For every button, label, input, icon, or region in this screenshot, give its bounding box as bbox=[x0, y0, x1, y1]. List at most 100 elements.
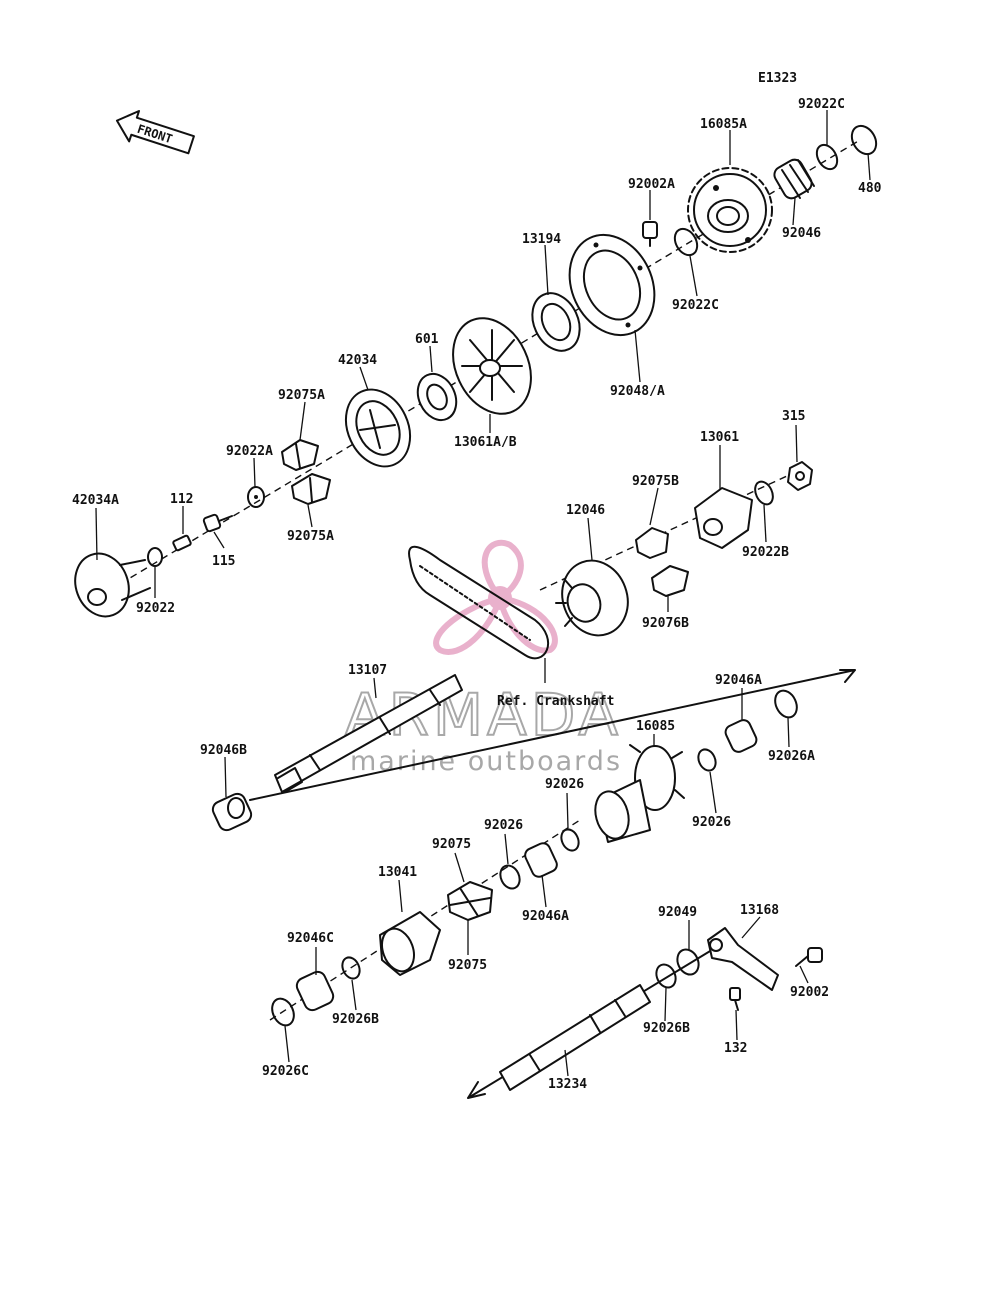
shaft-13107 bbox=[274, 674, 463, 793]
hub-13041 bbox=[379, 911, 441, 976]
label-92002: 92002 bbox=[790, 985, 829, 1000]
cover-42034A bbox=[74, 552, 151, 618]
label-92075-top: 92075 bbox=[432, 837, 471, 852]
washer-92022 bbox=[147, 547, 163, 567]
damper-92075A-bot bbox=[291, 473, 331, 505]
washer-92026-left bbox=[499, 864, 521, 890]
front-arrow-icon: FRONT bbox=[115, 109, 195, 155]
bearing-13194 bbox=[531, 292, 581, 352]
washer-92022A bbox=[247, 486, 265, 508]
label-92026A: 92026A bbox=[768, 749, 815, 764]
label-315: 315 bbox=[782, 409, 805, 424]
label-480: 480 bbox=[858, 181, 882, 196]
washer-92022B bbox=[754, 480, 774, 506]
label-13061: 13061 bbox=[700, 430, 739, 445]
label-601: 601 bbox=[415, 332, 439, 347]
shaft-13234 bbox=[499, 984, 651, 1091]
ring-gear-92048A bbox=[568, 233, 656, 337]
label-16085: 16085 bbox=[636, 719, 675, 734]
label-92026-b: 92026 bbox=[692, 815, 731, 830]
label-12046: 12046 bbox=[566, 503, 605, 518]
gear-16085 bbox=[594, 744, 685, 843]
label-92026C: 92026C bbox=[262, 1064, 309, 1079]
hub-42034 bbox=[344, 388, 412, 468]
part-labels: 92022C 16085A 480 92046 92002A 13194 920… bbox=[72, 97, 882, 1092]
label-92022B: 92022B bbox=[742, 545, 789, 560]
label-92022C-top: 92022C bbox=[798, 97, 845, 112]
label-13168: 13168 bbox=[740, 903, 779, 918]
label-13107: 13107 bbox=[348, 663, 387, 678]
label-13041: 13041 bbox=[378, 865, 417, 880]
washer-92022C-mid bbox=[673, 227, 699, 257]
shaft-axis-arrow bbox=[249, 669, 856, 801]
damper-92076B bbox=[651, 565, 689, 597]
hub-13061 bbox=[694, 487, 753, 549]
bearing-601 bbox=[416, 372, 458, 422]
bolt-92002A bbox=[642, 221, 658, 247]
label-92046: 92046 bbox=[782, 226, 821, 241]
label-92022C-mid: 92022C bbox=[672, 298, 719, 313]
label-92075B: 92075B bbox=[632, 474, 679, 489]
damper-92075 bbox=[447, 881, 493, 921]
lever-13168 bbox=[707, 927, 779, 991]
label-132: 132 bbox=[724, 1041, 747, 1056]
label-92046A-mid: 92046A bbox=[522, 909, 569, 924]
washer-92026B-right bbox=[655, 963, 677, 989]
watermark-tagline: marine outboards bbox=[350, 746, 622, 777]
label-92046B: 92046B bbox=[200, 743, 247, 758]
sprocket-16085A bbox=[687, 167, 773, 253]
label-92002A: 92002A bbox=[628, 177, 675, 192]
ref-crankshaft-label: Ref. Crankshaft bbox=[497, 694, 614, 709]
label-92049: 92049 bbox=[658, 905, 697, 920]
label-42034A: 42034A bbox=[72, 493, 119, 508]
damper-92075B bbox=[635, 527, 669, 559]
label-92026B-right: 92026B bbox=[643, 1021, 690, 1036]
label-115: 115 bbox=[212, 554, 235, 569]
bolt-132 bbox=[729, 987, 741, 1011]
label-112: 112 bbox=[170, 492, 193, 507]
needle-bearing-92046 bbox=[773, 158, 815, 200]
bearing-92046B bbox=[211, 792, 253, 832]
washer-92026B-left bbox=[341, 956, 361, 980]
bearing-92046A-mid bbox=[524, 842, 558, 878]
leader-lines bbox=[95, 110, 871, 1077]
label-92046A-top: 92046A bbox=[715, 673, 762, 688]
label-92075A-top: 92075A bbox=[278, 388, 325, 403]
label-92075-bot: 92075 bbox=[448, 958, 487, 973]
label-92075A-bot: 92075A bbox=[287, 529, 334, 544]
washer-92026-right bbox=[697, 748, 717, 772]
label-13234: 13234 bbox=[548, 1077, 587, 1092]
ring-92049 bbox=[676, 948, 700, 976]
label-13061AB: 13061A/B bbox=[454, 435, 517, 450]
bearing-92046C bbox=[295, 970, 335, 1012]
label-92022: 92022 bbox=[136, 601, 175, 616]
gear-12046 bbox=[555, 559, 629, 637]
label-13194: 13194 bbox=[522, 232, 561, 247]
bolt-115 bbox=[202, 513, 233, 533]
washer-92026A bbox=[774, 689, 798, 719]
circlip-480 bbox=[850, 124, 878, 156]
label-92026-c: 92026 bbox=[484, 818, 523, 833]
washer-92022C-top bbox=[815, 143, 839, 171]
bearing-92046A-top bbox=[724, 719, 758, 753]
label-42034: 42034 bbox=[338, 353, 377, 368]
diagram-code: E1323 bbox=[758, 71, 797, 86]
label-92046C: 92046C bbox=[287, 931, 334, 946]
label-92026-a: 92026 bbox=[545, 777, 584, 792]
watermark: ARMADA marine outboards bbox=[344, 539, 622, 777]
damper-92075A-top bbox=[281, 439, 319, 471]
label-92048A: 92048/A bbox=[610, 384, 665, 399]
label-92076B: 92076B bbox=[642, 616, 689, 631]
chain bbox=[408, 545, 550, 660]
disc-13061AB bbox=[452, 317, 532, 415]
washer-92026-mid bbox=[560, 828, 580, 852]
bolt-112 bbox=[172, 534, 192, 552]
label-92026B-left: 92026B bbox=[332, 1012, 379, 1027]
washer-92026C bbox=[271, 997, 295, 1027]
label-16085A: 16085A bbox=[700, 117, 747, 132]
label-92022A: 92022A bbox=[226, 444, 273, 459]
bolt-92002 bbox=[795, 947, 823, 967]
nut-315 bbox=[787, 461, 813, 491]
